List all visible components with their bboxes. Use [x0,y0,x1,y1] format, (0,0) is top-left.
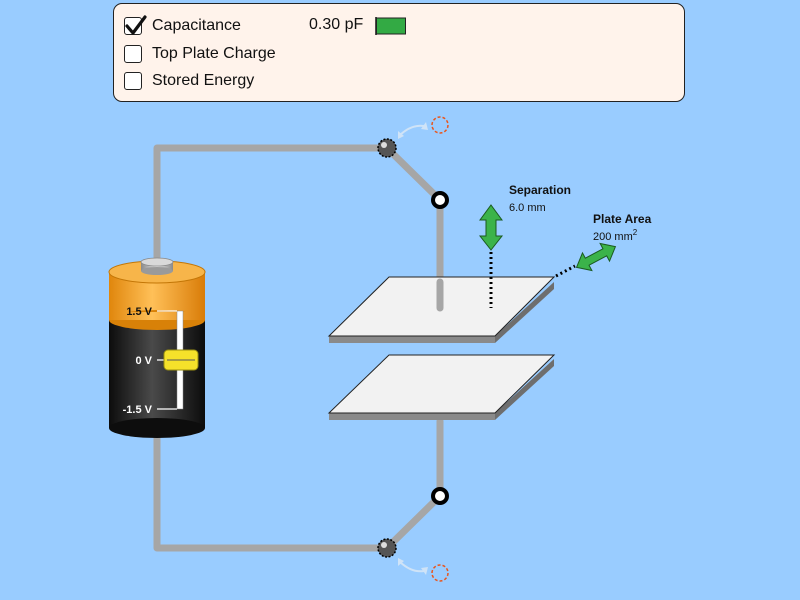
top-switch-open-terminal [431,116,449,134]
bottom-switch-contact [431,487,449,505]
separation-arrow-icon [478,204,504,251]
capacitance-checkbox[interactable]: Capacitance [124,15,241,37]
bottom-plate [327,354,556,420]
top-plate-charge-checkbox-box[interactable] [124,45,142,63]
top-switch-pivot [377,138,397,158]
control-panel: Capacitance Top Plate Charge Stored Ener… [113,3,685,102]
voltage-slider-knob[interactable] [163,349,199,371]
plate-area-handle[interactable]: Plate Area 200 mm2 [555,212,652,278]
plate-area-arrow-icon [575,242,617,272]
separation-value: 6.0 mm [509,202,546,214]
top-switch-contact [431,191,449,209]
top-left-wire [153,144,391,266]
plate-area-title: Plate Area [593,212,652,226]
bottom-switch-toggle-icon [399,561,425,573]
capacitance-checkbox-box[interactable] [124,15,147,35]
bottom-switch-wire [383,417,444,552]
bottom-switch-open-terminal [431,564,449,582]
bottom-switch-pivot [377,538,397,558]
separation-title: Separation [509,183,571,197]
top-plate-charge-label: Top Plate Charge [152,45,276,62]
voltage-tick-top: 1.5 V [126,306,152,318]
top-plate-charge-checkbox[interactable]: Top Plate Charge [124,43,276,65]
plate-area-value: 200 mm2 [593,228,638,243]
capacitance-meter [375,17,406,35]
voltage-tick-bottom: -1.5 V [123,404,153,416]
battery-terminal [141,262,173,271]
stored-energy-checkbox-box[interactable] [124,72,142,90]
bottom-left-wire [153,432,391,552]
separation-handle[interactable]: Separation 6.0 mm [478,183,571,308]
top-plate[interactable] [327,276,556,343]
voltage-tick-mid: 0 V [135,355,152,367]
stored-energy-checkbox[interactable]: Stored Energy [124,70,254,92]
battery: 1.5 V 0 V -1.5 V [108,257,206,438]
bottom-switch[interactable] [377,487,449,582]
capacitance-label: Capacitance [152,17,241,34]
capacitance-value: 0.30 pF [309,16,364,33]
stored-energy-label: Stored Energy [152,72,255,89]
top-switch-toggle-icon [399,124,425,136]
plate-area-dotted-line [555,264,576,278]
top-switch[interactable] [377,116,449,209]
checkmark-icon [125,15,147,35]
